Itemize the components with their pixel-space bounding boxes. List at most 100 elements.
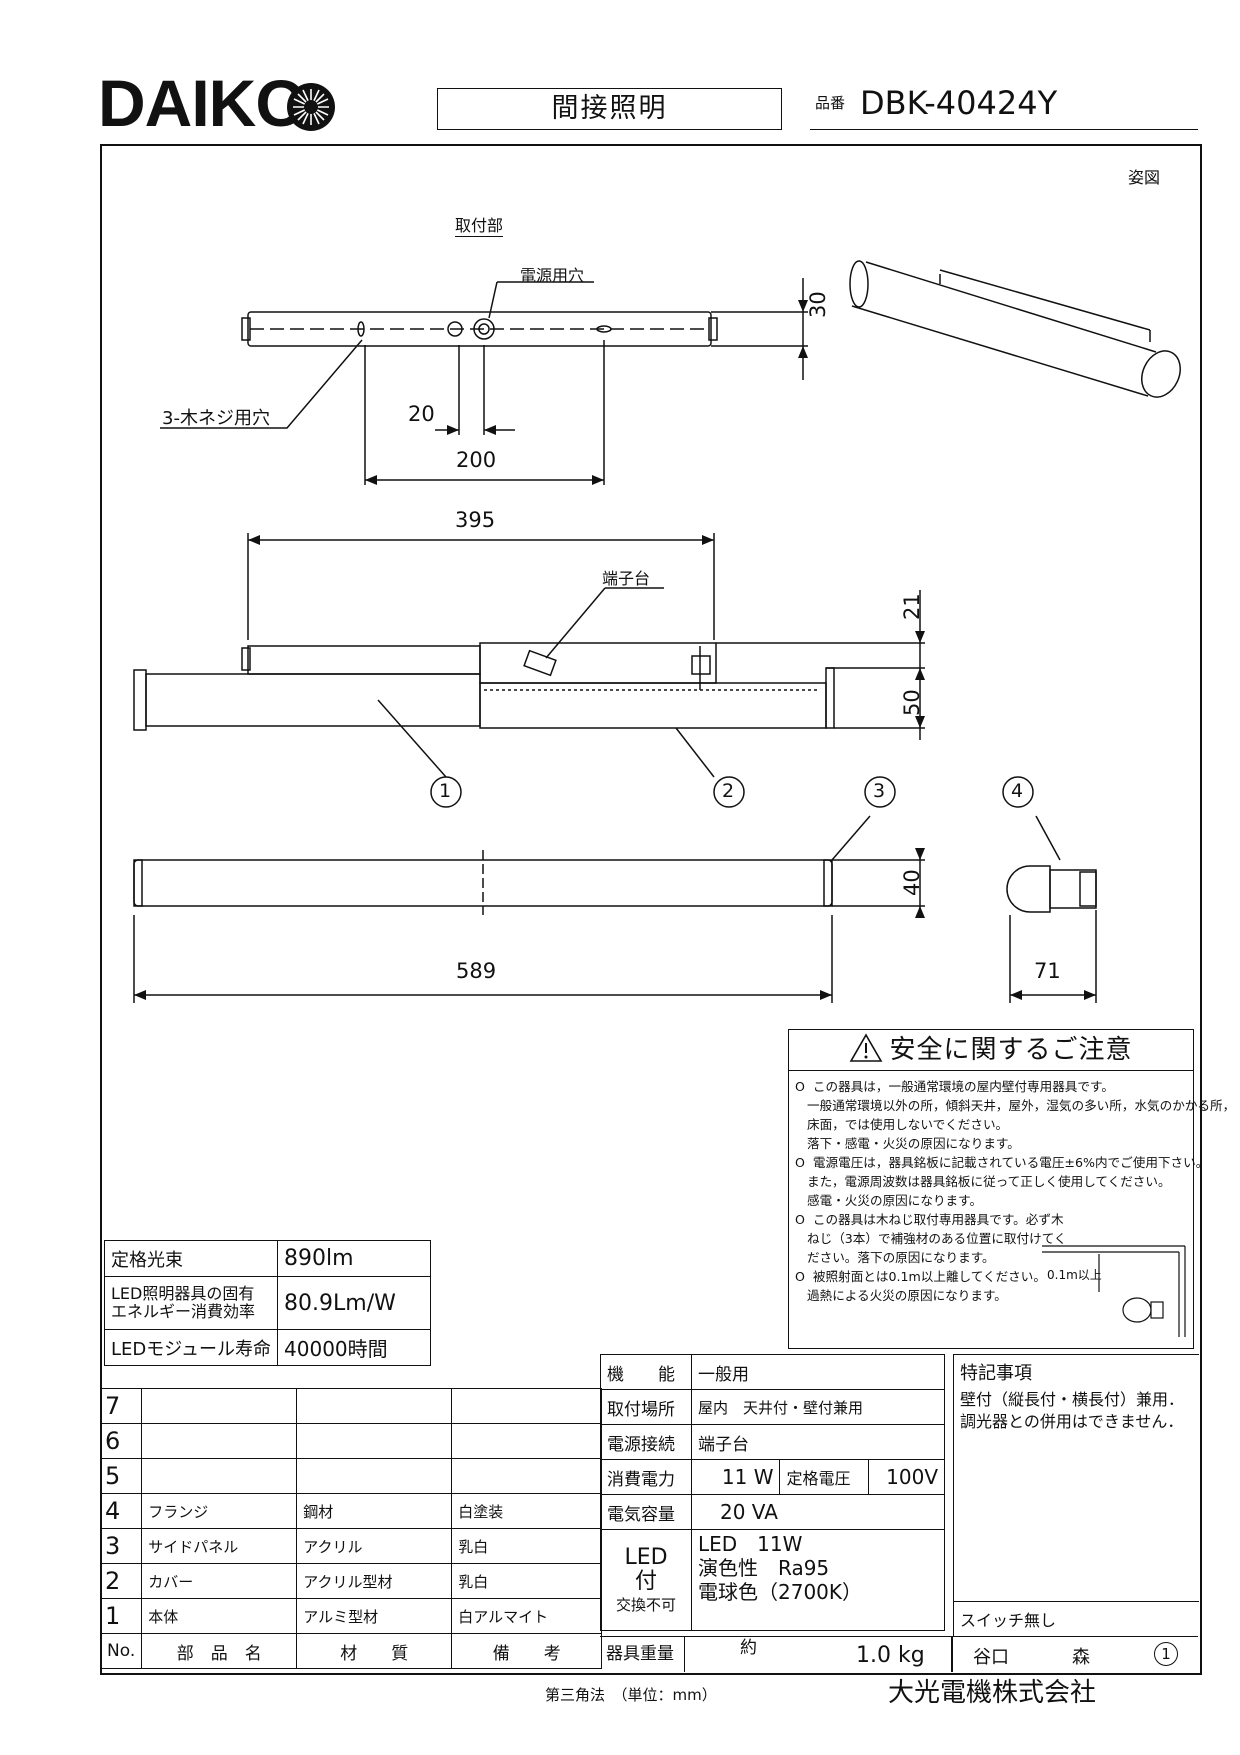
- part-name: [141, 1423, 298, 1459]
- mount-label: 取付場所: [600, 1389, 692, 1425]
- part-no: 3: [99, 1528, 143, 1564]
- power-hole-label: 電源用穴: [520, 266, 585, 285]
- part-note: [451, 1458, 603, 1494]
- part-no: 5: [99, 1458, 143, 1494]
- mount-value: 屋内 天井付・壁付兼用: [691, 1389, 945, 1425]
- conn-label: 電源接続: [600, 1424, 692, 1460]
- callout-3: 3: [873, 780, 886, 802]
- dim-200: 200: [456, 448, 497, 472]
- weight-label: 器具重量: [600, 1637, 685, 1672]
- part-name: [141, 1458, 298, 1494]
- callout-1: 1: [439, 780, 452, 802]
- header-no: No.: [99, 1633, 143, 1669]
- part-name: [141, 1388, 298, 1424]
- part-name: 本体: [141, 1598, 298, 1634]
- header-material: 材 質: [296, 1633, 453, 1669]
- part-material: [296, 1423, 453, 1459]
- safety-text: O この器具は，一般通常環境の屋内壁付専用器具です。 一般通常環境以外の所，傾斜…: [795, 1079, 1236, 1303]
- screw-hole-label: 3-木ネジ用穴: [162, 408, 270, 429]
- part-name: フランジ: [141, 1493, 298, 1529]
- part-no: 1: [99, 1598, 143, 1634]
- model-number: DBK-40424Y: [860, 84, 1058, 122]
- power-value: 11 W: [690, 1459, 781, 1495]
- spec-value: 80.9Lm/W: [277, 1276, 432, 1330]
- header-note: 備 考: [451, 1633, 603, 1669]
- safety-notice: 安全に関するご注意 O この器具は，一般通常環境の屋内壁付専用器具です。 一般通…: [788, 1029, 1236, 1349]
- parts-row: 7: [99, 1388, 603, 1424]
- signer-2: 森: [1072, 1647, 1090, 1668]
- mount-label: 取付部: [455, 212, 504, 237]
- part-no: 2: [99, 1563, 143, 1599]
- switch-note: スイッチ無し: [954, 1601, 1199, 1639]
- parts-header: No.部 品 名材 質備 考: [99, 1633, 603, 1669]
- part-note: [451, 1423, 603, 1459]
- view-label: 姿図: [1128, 168, 1161, 187]
- divider: [951, 1637, 953, 1672]
- dim-21: 21: [900, 593, 924, 620]
- projection-method: 第三角法 （単位：mm）: [545, 1686, 717, 1704]
- part-material: 鋼材: [296, 1493, 453, 1529]
- model-underline: [810, 129, 1198, 130]
- bottom-row: 器具重量 約 1.0 kg 谷口 森 1: [600, 1636, 1198, 1672]
- spec-row: LED照明器具の固有 エネルギー消費効率 80.9Lm/W: [103, 1276, 432, 1330]
- spec-label: 定格光束: [103, 1240, 279, 1277]
- brand-logo: DAIKO: [98, 66, 307, 140]
- capacity-label: 電気容量: [600, 1494, 692, 1530]
- document-title: 間接照明: [437, 88, 782, 130]
- part-note: 白アルマイト: [451, 1598, 603, 1634]
- spec-table: 定格光束 890lm LED照明器具の固有 エネルギー消費効率 80.9Lm/W…: [103, 1240, 432, 1366]
- part-material: アクリル: [296, 1528, 453, 1564]
- warning-icon: [850, 1033, 883, 1062]
- weight-value: 1.0 kg: [856, 1643, 925, 1668]
- spec-label: LEDモジュール寿命: [103, 1329, 279, 1366]
- dim-40: 40: [900, 869, 924, 896]
- part-no: 4: [99, 1493, 143, 1529]
- part-note: 白塗装: [451, 1493, 603, 1529]
- led-label: LED 付: [624, 1544, 668, 1594]
- dim-20: 20: [408, 402, 435, 426]
- conn-value: 端子台: [691, 1424, 945, 1460]
- part-material: アルミ型材: [296, 1598, 453, 1634]
- notes-body: 壁付（縦長付・横長付）兼用． 調光器との併用はできません．: [960, 1390, 1185, 1431]
- parts-row: 6: [99, 1423, 603, 1459]
- company-name: 大光電機株式会社: [888, 1678, 1097, 1708]
- callout-4: 4: [1011, 780, 1024, 802]
- notes-title: 特記事項: [960, 1363, 1032, 1384]
- dim-395: 395: [455, 508, 496, 532]
- safety-title: 安全に関するご注意: [789, 1030, 1193, 1071]
- part-name: カバー: [141, 1563, 298, 1599]
- drawing-frame: [100, 144, 1202, 1675]
- part-note: [451, 1388, 603, 1424]
- part-note: 乳白: [451, 1563, 603, 1599]
- special-notes: 特記事項 壁付（縦長付・横長付）兼用． 調光器との併用はできません． スイッチ無…: [953, 1354, 1199, 1637]
- terminal-label: 端子台: [602, 569, 651, 588]
- clearance-label: 0.1m以上: [1047, 1268, 1102, 1282]
- dim-50: 50: [900, 689, 924, 716]
- weight-prefix: 約: [740, 1638, 757, 1658]
- voltage-value: 100V: [867, 1459, 946, 1495]
- spec-row: 定格光束 890lm: [103, 1240, 432, 1277]
- signer-1: 谷口: [973, 1647, 1009, 1668]
- led-spec: LED 11W 演色性 Ra95 電球色（2700K）: [691, 1529, 945, 1631]
- part-material: [296, 1458, 453, 1494]
- function-label: 機 能: [600, 1354, 692, 1390]
- part-no: 7: [99, 1388, 143, 1424]
- spec-row: LEDモジュール寿命 40000時間: [103, 1329, 432, 1366]
- clearance-diagram: [1042, 1245, 1186, 1337]
- function-value: 一般用: [691, 1354, 945, 1390]
- spec-value: 40000時間: [277, 1329, 432, 1366]
- part-material: [296, 1388, 453, 1424]
- model-label: 品番: [815, 94, 846, 112]
- part-note: 乳白: [451, 1528, 603, 1564]
- power-label: 消費電力: [600, 1459, 692, 1495]
- part-name: サイドパネル: [141, 1528, 298, 1564]
- led-replace-note: 交換不可: [615, 1595, 676, 1614]
- spec-label: LED照明器具の固有 エネルギー消費効率: [103, 1276, 279, 1330]
- parts-row: 5: [99, 1458, 603, 1494]
